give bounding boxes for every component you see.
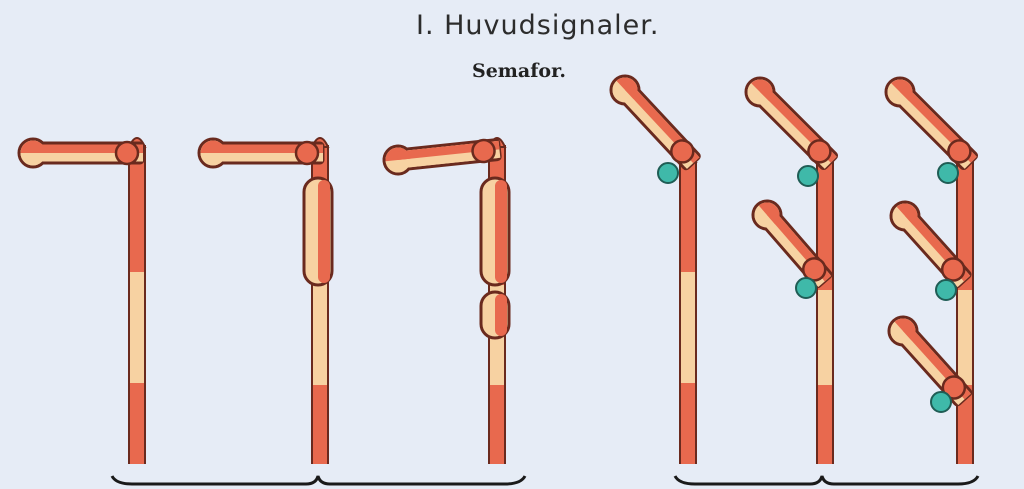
post-band: [958, 157, 972, 290]
signal-post: [127, 137, 147, 464]
post-band: [681, 383, 695, 464]
grouping-brace: [110, 475, 527, 486]
post-band: [818, 290, 832, 385]
signal-post: [678, 152, 698, 464]
post-band: [313, 283, 327, 385]
arm-red-half: [20, 140, 143, 153]
green-lamp-icon: [937, 162, 959, 184]
semaphore-arm: [887, 315, 973, 407]
section-subtitle: Semafor.: [472, 60, 566, 82]
post-band: [818, 157, 832, 290]
section-title: I. Huvudsignaler.: [416, 10, 660, 41]
post-band: [130, 272, 144, 383]
green-lamp-icon: [795, 277, 817, 299]
green-lamp-icon: [797, 165, 819, 187]
semaphore-arm: [382, 138, 502, 176]
post-band: [313, 385, 327, 464]
arm-blade-red: [33, 144, 143, 153]
post-band: [681, 162, 695, 272]
arm-pivot: [807, 139, 832, 164]
semaphore-arm: [197, 137, 325, 169]
semaphore-arm: [744, 76, 839, 171]
post-band: [490, 385, 504, 464]
green-lamp-icon: [930, 391, 952, 413]
folded-arm: [302, 176, 334, 287]
folded-arm-red: [495, 180, 507, 283]
signal-post: [815, 147, 835, 464]
semaphore-arm: [17, 137, 145, 169]
semaphore-arm: [884, 76, 979, 171]
folded-arm: [479, 176, 511, 287]
folded-arm-red: [318, 180, 330, 283]
arm-blade-red: [213, 144, 323, 153]
folded-arm: [479, 290, 511, 340]
arm-pivot: [801, 257, 827, 282]
post-band: [130, 383, 144, 464]
post-band: [958, 385, 972, 464]
arm-pivot: [294, 140, 320, 166]
arm-pivot: [471, 138, 496, 164]
green-lamp-icon: [935, 279, 957, 301]
green-lamp-icon: [657, 162, 679, 184]
grouping-brace: [673, 475, 980, 486]
folded-arm-red: [495, 294, 507, 336]
arm-pivot: [947, 139, 972, 164]
post-band: [818, 385, 832, 464]
semaphore-arm: [609, 74, 701, 171]
arm-red-half: [200, 140, 323, 153]
post-band: [958, 290, 972, 385]
post-band: [681, 272, 695, 383]
arm-pivot: [940, 257, 966, 282]
arm-pivot: [114, 140, 140, 166]
semaphore-arm: [751, 199, 833, 289]
arm-pivot: [670, 139, 695, 164]
semaphore-arm: [889, 200, 972, 289]
post-band: [130, 147, 144, 272]
signal-post: [955, 147, 975, 464]
